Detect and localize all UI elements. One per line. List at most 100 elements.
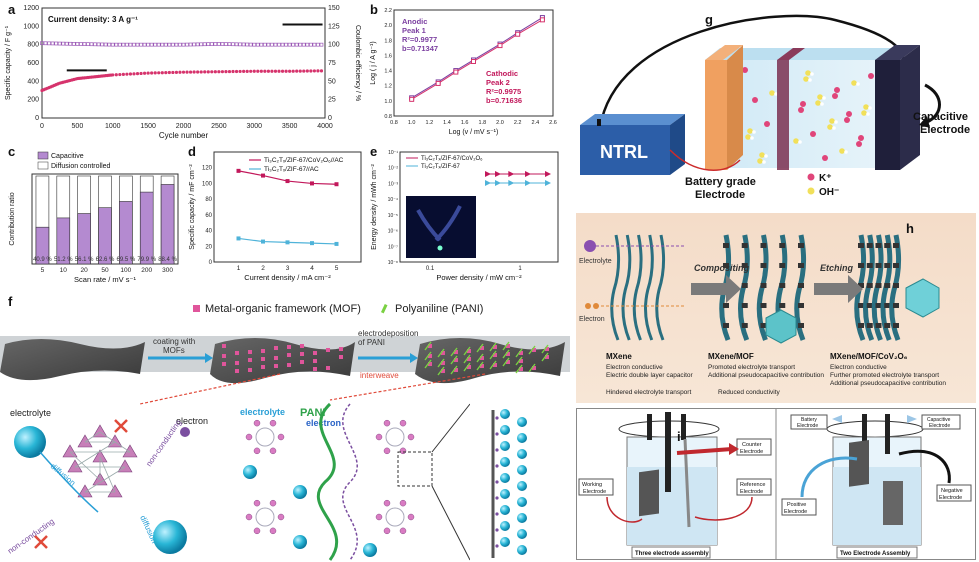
mof-ring xyxy=(255,427,275,447)
battery-label-2: Electrode xyxy=(797,423,818,429)
compositing-text: Compositing xyxy=(694,263,749,273)
bar-value-label: 40.9 % xyxy=(33,257,52,263)
y-tick-label: 100 xyxy=(202,181,213,187)
oh-ion xyxy=(839,148,845,154)
panel-g-figure: NTRL Battery grade Electrode Capacitive … xyxy=(580,14,970,201)
mof-node xyxy=(269,527,277,535)
capacity-point xyxy=(298,69,302,73)
mof-block xyxy=(779,303,786,308)
legend-text: Ti₃C₂Tₓ/ZIF-67//AC xyxy=(264,166,319,173)
two-caption: Two Electrode Assembly xyxy=(840,551,911,557)
capacity-point xyxy=(259,69,263,73)
panel-h: h Electrolyte Electron Compositing Etchi… xyxy=(576,213,976,403)
k-ion xyxy=(800,101,806,107)
mof-linker xyxy=(69,451,101,481)
bar-value-label: 69.5 % xyxy=(117,257,136,263)
efficiency-point xyxy=(163,42,168,47)
oh-ion-h xyxy=(856,82,860,86)
k-ion xyxy=(764,121,770,127)
mof-legend-swatch xyxy=(193,305,200,312)
mof-particle xyxy=(339,355,343,359)
y-tick-label: 10⁻⁴ xyxy=(388,197,398,203)
mof-particle xyxy=(493,353,497,357)
efficiency-point xyxy=(54,41,59,46)
ion-ball xyxy=(517,433,527,443)
oh-ion xyxy=(747,128,753,134)
red-arrow xyxy=(669,149,741,171)
mof-cluster xyxy=(62,424,138,498)
x-axis-label: Current density / mA cm⁻² xyxy=(244,273,331,282)
hollow-cube xyxy=(905,278,940,318)
efficiency-point xyxy=(312,42,317,47)
ion-ball xyxy=(500,441,510,451)
anodic-annotation: Anodic xyxy=(402,17,427,26)
efficiency-point xyxy=(139,42,143,47)
data-point xyxy=(310,181,314,186)
mof-particle xyxy=(428,354,432,358)
positive-label-2: Electrode xyxy=(784,509,807,515)
x-tick-label: 1000 xyxy=(105,123,121,130)
counter-label-1: Counter xyxy=(742,442,762,448)
oh-ion-legend xyxy=(807,187,815,195)
capacitive-bar xyxy=(119,201,133,265)
y-tick-label: 10⁻⁸ xyxy=(388,260,398,266)
step2-line1: electrodeposition xyxy=(358,329,418,338)
mof-particle xyxy=(300,344,304,348)
k-ion xyxy=(810,131,816,137)
y-tick-label: 1.0 xyxy=(384,99,392,105)
oh-ion-h xyxy=(844,150,848,154)
mof-block xyxy=(760,283,767,288)
cap-box xyxy=(921,414,961,430)
pani-fiber xyxy=(528,345,536,355)
capacity-point xyxy=(266,69,270,73)
oh-ion xyxy=(815,100,821,106)
capacity-point xyxy=(199,70,203,74)
col2-item1: Promoted electrolyte transport xyxy=(708,364,795,371)
interweave-text: interweave xyxy=(360,371,399,380)
mof-particle xyxy=(287,363,291,367)
capacitive-bar xyxy=(139,191,154,265)
capacity-point xyxy=(146,71,150,75)
capacity-point xyxy=(238,69,242,74)
counter-arrow xyxy=(676,447,733,455)
efficiency-point xyxy=(305,42,310,47)
mof-particle xyxy=(441,351,445,355)
mof-particle xyxy=(248,368,252,372)
pani-fiber xyxy=(437,358,445,368)
step2-line2: of PANI xyxy=(358,338,385,347)
efficiency-point xyxy=(96,42,101,47)
electron-dot xyxy=(180,427,190,437)
ntrl-box xyxy=(580,125,670,175)
mof-block xyxy=(723,303,729,308)
mof-particle xyxy=(313,351,317,355)
etching-arrow xyxy=(814,275,863,303)
mof-particle xyxy=(274,356,278,360)
mof-node xyxy=(77,434,93,448)
oh-ion xyxy=(769,90,775,96)
mof-particle xyxy=(326,366,330,370)
mof-particle xyxy=(235,361,239,365)
ntrl-terminal xyxy=(597,119,601,126)
mof-block xyxy=(741,283,748,288)
mof-block xyxy=(893,243,899,248)
three-caption-box xyxy=(631,546,711,559)
k-ion xyxy=(798,107,804,113)
mof-particle xyxy=(493,363,497,367)
ion-ball xyxy=(500,505,510,515)
y2-tick-label: 25 xyxy=(328,97,336,104)
efficiency-point xyxy=(309,42,313,47)
cap-label-1: Capacitive xyxy=(927,417,951,423)
y-tick-label: 120 xyxy=(202,166,213,172)
data-point xyxy=(525,180,531,186)
legend-text: Ti₃C₂Tₓ/ZIF-67/CoV₂O₆//AC xyxy=(264,157,344,164)
diffusion-path xyxy=(39,451,99,513)
mof-node xyxy=(375,433,383,441)
efficiency-point xyxy=(234,42,239,47)
legend-capacitive-swatch xyxy=(37,151,49,160)
efficiency-point xyxy=(50,41,55,46)
mof-block xyxy=(779,283,786,288)
efficiency-point xyxy=(241,42,246,47)
pani-chain-1 xyxy=(316,402,339,561)
k-ion xyxy=(856,141,862,147)
mof-particle xyxy=(519,367,523,371)
